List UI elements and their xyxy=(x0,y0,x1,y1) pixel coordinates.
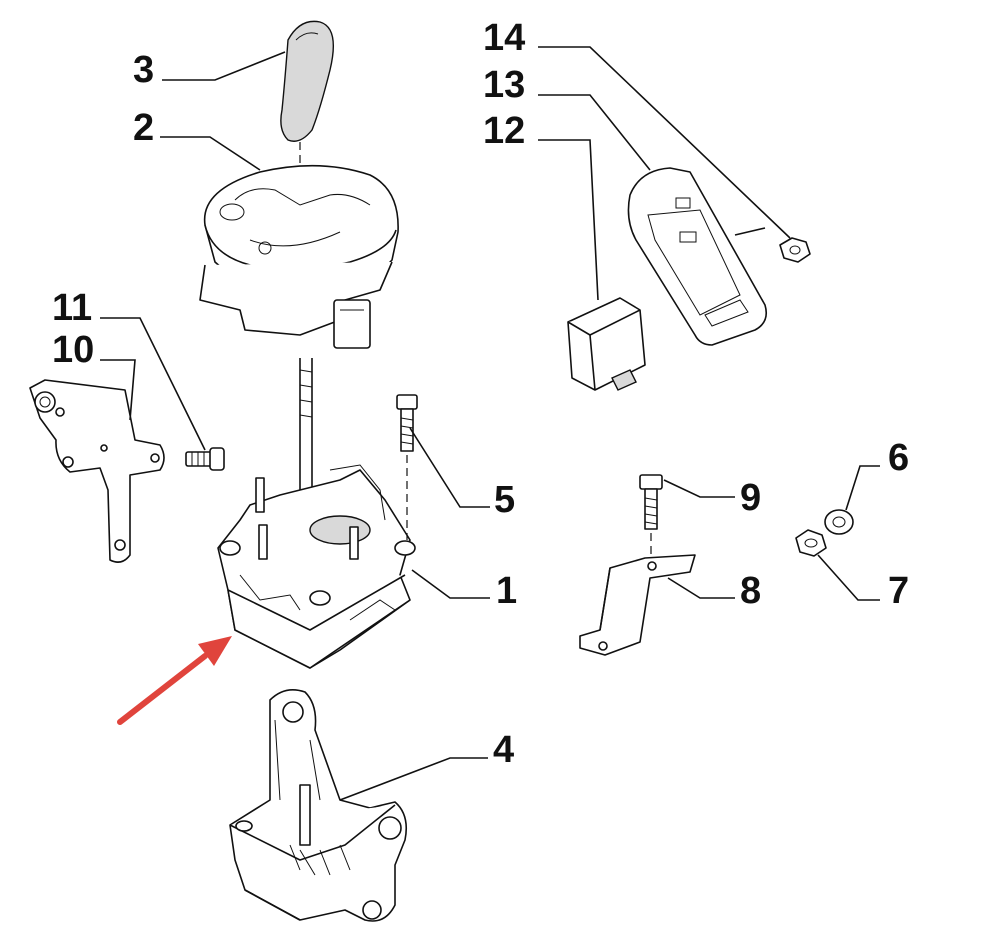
callout-labels: 3 2 11 10 14 13 12 5 1 4 9 8 6 7 xyxy=(52,17,909,771)
part-10-plate-bracket xyxy=(29,379,165,563)
part-7-nut xyxy=(795,529,827,557)
part-13-control-unit xyxy=(627,167,768,346)
part-14-nut xyxy=(779,237,811,263)
label-5: 5 xyxy=(494,479,515,521)
label-12: 12 xyxy=(483,110,525,152)
part-1-shift-mechanism xyxy=(217,358,416,669)
part-2-selector-cover xyxy=(199,164,399,349)
label-11: 11 xyxy=(52,287,92,329)
part-9-bolt xyxy=(639,474,663,565)
label-13: 13 xyxy=(483,64,525,106)
part-12-module xyxy=(567,297,646,391)
label-9: 9 xyxy=(740,477,761,519)
label-3: 3 xyxy=(133,49,154,91)
part-4-bracket xyxy=(229,689,408,922)
leader-lines xyxy=(100,46,880,801)
label-2: 2 xyxy=(133,107,154,149)
part-11-screw xyxy=(185,447,225,471)
part-8-bracket xyxy=(579,554,696,656)
label-8: 8 xyxy=(740,570,761,612)
red-arrow-icon xyxy=(117,636,232,725)
label-10: 10 xyxy=(52,329,94,371)
label-1: 1 xyxy=(496,570,517,612)
label-14: 14 xyxy=(483,17,525,59)
part-5-bolt xyxy=(396,394,418,540)
part-6-washer xyxy=(824,509,854,535)
label-7: 7 xyxy=(888,570,909,612)
label-4: 4 xyxy=(493,729,514,771)
label-6: 6 xyxy=(888,437,909,479)
